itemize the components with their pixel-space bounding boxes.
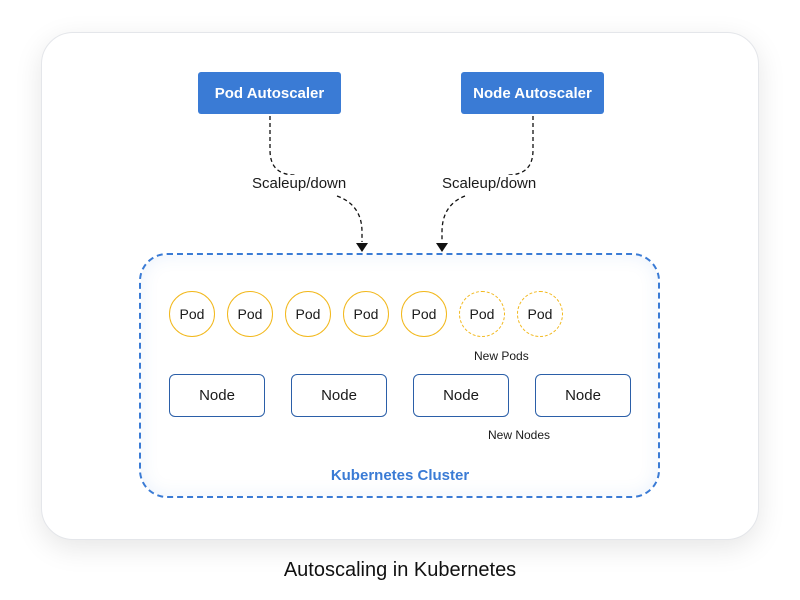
pod-circle[interactable]: Pod	[169, 291, 215, 337]
node-autoscaler-box[interactable]: Node Autoscaler	[461, 72, 604, 114]
diagram-card	[41, 32, 759, 540]
pod-scale-arrowhead	[356, 243, 368, 252]
node-box[interactable]: Node	[169, 374, 265, 417]
node-scale-arrowhead	[436, 243, 448, 252]
diagram-caption: Autoscaling in Kubernetes	[283, 559, 517, 581]
kubernetes-cluster	[139, 253, 660, 498]
pod-circle[interactable]: Pod	[285, 291, 331, 337]
new-nodes-label: New Nodes	[488, 428, 551, 442]
node-box[interactable]: Node	[291, 374, 387, 417]
node-scale-arrow	[441, 116, 534, 242]
pod-circle[interactable]: Pod	[227, 291, 273, 337]
cluster-label: Kubernetes Cluster	[330, 467, 470, 484]
pod-circle[interactable]: Pod	[401, 291, 447, 337]
node-scale-label: Scaleup/down	[440, 175, 539, 192]
node-box[interactable]: Node	[413, 374, 509, 417]
new-pods-label: New Pods	[474, 349, 529, 363]
node-box[interactable]: Node	[535, 374, 631, 417]
new-pod-circle[interactable]: Pod	[517, 291, 563, 337]
pod-scale-label: Scaleup/down	[250, 175, 349, 192]
new-pod-circle[interactable]: Pod	[459, 291, 505, 337]
pod-autoscaler-box[interactable]: Pod Autoscaler	[198, 72, 341, 114]
pod-circle[interactable]: Pod	[343, 291, 389, 337]
pod-scale-arrow	[269, 116, 363, 242]
